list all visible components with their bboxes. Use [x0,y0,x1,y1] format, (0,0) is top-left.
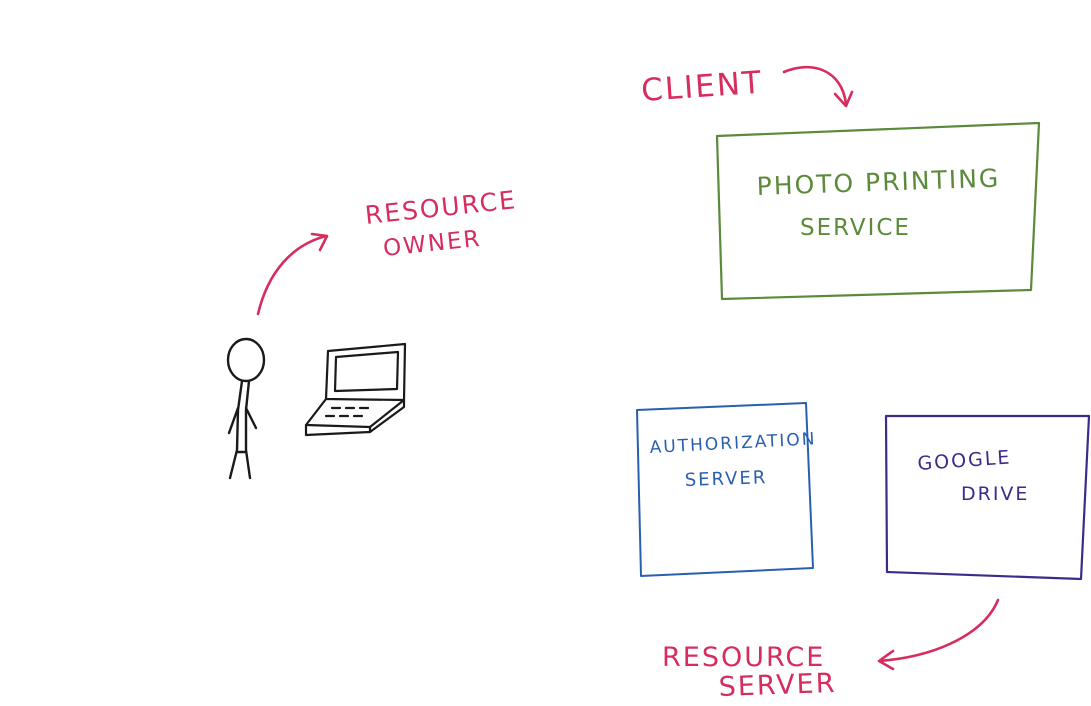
resource-server-label-line1: RESOURCE [662,642,825,673]
client-arrow [782,65,848,106]
stick-figure-icon [226,337,266,480]
auth-server-label-line1: AUTHORIZATION [649,429,817,458]
resource-server-label-line2: SERVER [718,668,837,703]
photo-service-label-line1: PHOTO PRINTING [756,164,1001,201]
client-label: CLIENT [640,65,764,109]
resource-server-arrow [878,598,1000,663]
google-drive-label-line2: DRIVE [961,483,1029,505]
auth-server-label-line2: SERVER [684,467,767,491]
resource-owner-arrowhead [310,232,329,252]
client-arrowhead [833,90,854,108]
resource-owner-arrow [256,234,328,316]
photo-service-label-line2: SERVICE [800,215,911,241]
authorization-server-box: AUTHORIZATION SERVER [636,402,817,577]
google-drive-label-line1: GOOGLE [917,446,1012,475]
photo-printing-service-box: PHOTO PRINTING SERVICE [715,121,1041,301]
resource-server-arrowhead [877,649,895,671]
resource-owner-label-line1: RESOURCE [364,185,519,230]
resource-owner-label-line2: OWNER [382,226,483,262]
laptop-icon [304,342,407,437]
google-drive-box: GOOGLE DRIVE [884,414,1091,581]
